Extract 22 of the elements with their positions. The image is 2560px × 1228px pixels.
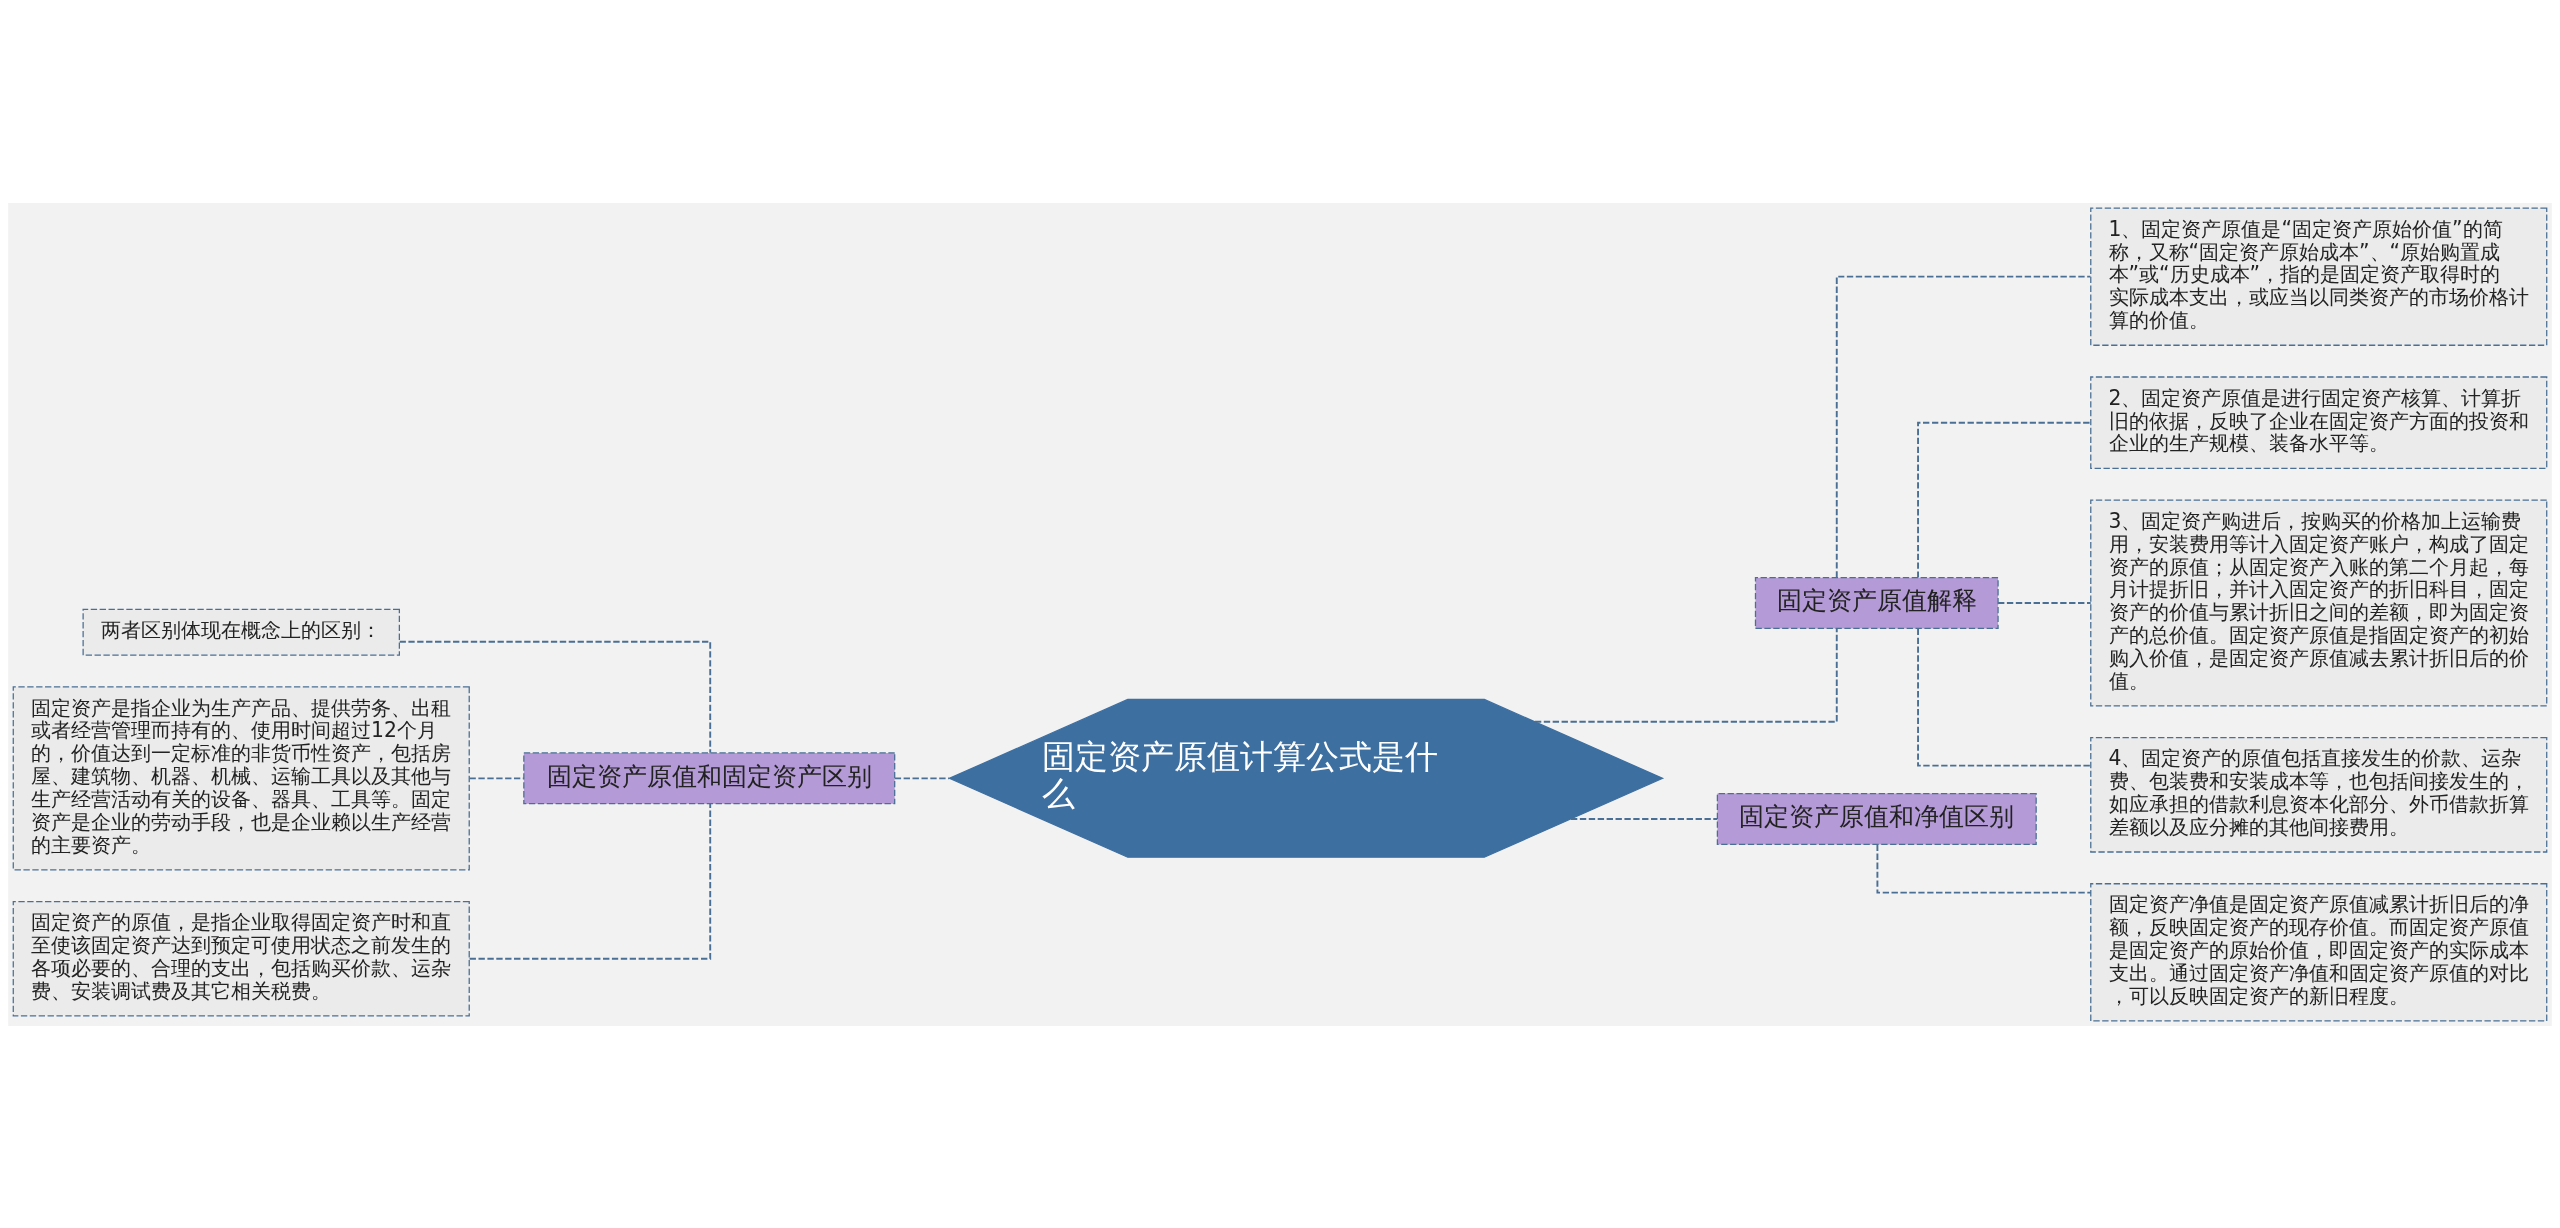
connector <box>468 802 712 960</box>
node-box: 固定资产原值和净值区别 <box>1716 792 2037 845</box>
node-box: 固定资产原值和固定资产区别 <box>523 751 896 804</box>
connector <box>398 640 712 754</box>
node-box: 1、固定资产原值是“固定资产原始价值”的简称，又称“固定资产原始成本”、“原始购置成本”或“历史成本”，指的是固定资产取得时的实际成本支出，或应当以同类资产的市场价格计算的价值。 <box>2090 206 2548 346</box>
connector <box>1534 627 1838 723</box>
node-box: 固定资产净值是固定资产原值减累计折旧后的净额，反映固定资产的现存价值。而固定资产原值是固定资产的原始价值，即固定资产的实际成本支出。通过固定资产净值和固定资产原值的对比，可以反映固定资产的新旧程度。 <box>2090 882 2548 1022</box>
node-box: 两者区别体现在概念上的区别： <box>82 608 400 656</box>
connector <box>1835 275 2092 578</box>
node-box: 2、固定资产原值是进行固定资产核算、计算折旧的依据，反映了企业在固定资产方面的投资和企业的生产规模、装备水平等。 <box>2090 375 2548 469</box>
connector <box>1917 421 2092 579</box>
connector <box>1570 817 1719 820</box>
node-box: 固定资产原值解释 <box>1754 576 1999 629</box>
connector <box>1917 627 2092 767</box>
connector <box>1876 843 2092 894</box>
node-box: 固定资产是指企业为生产产品、提供劳务、出租或者经营管理而持有的、使用时间超过12个月的，价值达到一定标准的非货币性资产，包括房屋、建筑物、机器、机械、运输工具以及其他与生产经营活动有关的设备、器具、工具等。固定资产是企业的劳动手段，也是企业赖以生产经营的主要资产。 <box>12 685 470 870</box>
node-box: 4、固定资产的原值包括直接发生的价款、运杂费、包装费和安装成本等，也包括间接发生的，如应承担的借款利息资本化部分、外币借款折算差额以及应分摊的其他间接费用。 <box>2090 736 2548 853</box>
node-box: 3、固定资产购进后，按购买的价格加上运输费用，安装费用等计入固定资产账户，构成了固定资产的原值；从固定资产入账的第二个月起，每月计提折旧，并计入固定资产的折旧科目，固定资产的价值与累计折旧之间的差额，即为固定资产的总价值。固定资产原值是指固定资产的初始购入价值，是固定资产原值减去累计折旧后的价值。 <box>2090 499 2548 707</box>
connector <box>893 776 951 779</box>
connector <box>1997 601 2092 604</box>
connector <box>468 776 525 779</box>
node-box: 固定资产的原值，是指企业取得固定资产时和直至使该固定资产达到预定可使用状态之前发生的各项必要的、合理的支出，包括购买价款、运杂费、安装调试费及其它相关税费。 <box>12 900 470 1016</box>
